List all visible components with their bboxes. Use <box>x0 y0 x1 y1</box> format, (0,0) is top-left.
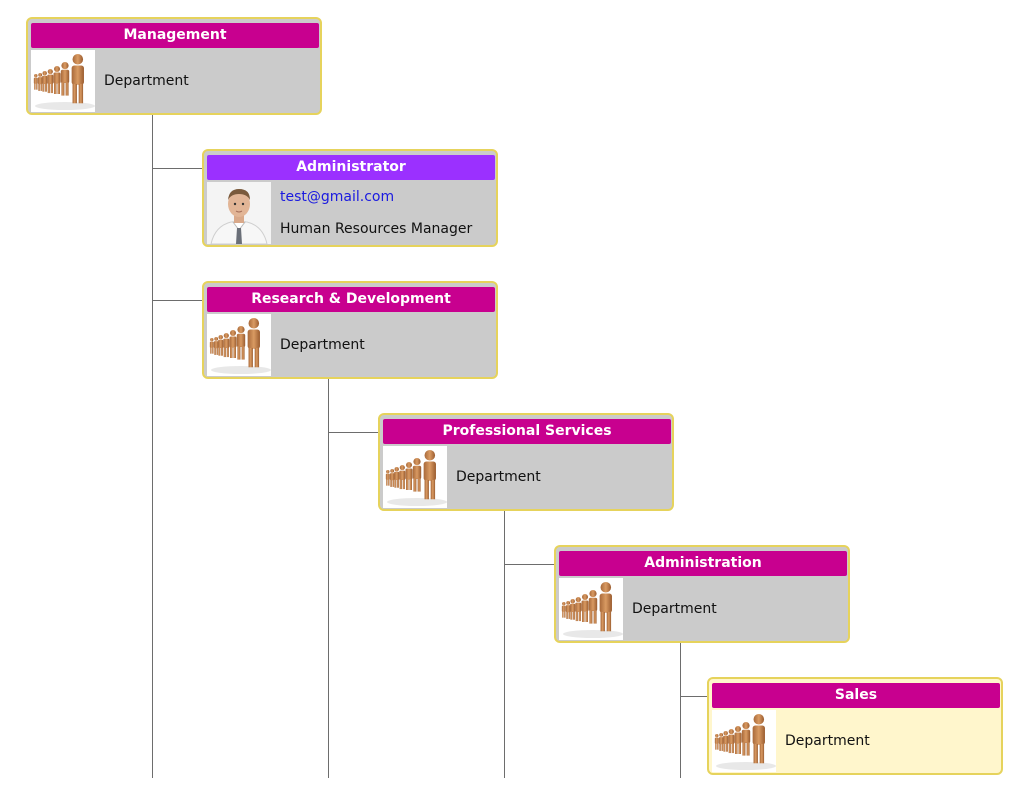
node-subtitle: Department <box>456 469 541 485</box>
connector-line <box>152 300 204 301</box>
node-title: Research & Development <box>207 287 495 312</box>
node-role: Human Resources Manager <box>280 221 473 237</box>
node-title: Administration <box>559 551 847 576</box>
person-photo-icon <box>207 182 271 244</box>
node-title: Professional Services <box>383 419 671 444</box>
org-node-sales[interactable]: Sales Department <box>707 677 1003 775</box>
org-node-administrator[interactable]: Administrator test@gmail.com Human Resou… <box>202 149 498 247</box>
connector-line <box>328 379 329 778</box>
node-subtitle: Department <box>280 337 365 353</box>
node-title: Management <box>31 23 319 48</box>
node-subtitle: Department <box>104 73 189 89</box>
connector-line <box>328 432 380 433</box>
connector-line <box>504 511 505 778</box>
connector-line <box>680 696 710 697</box>
org-node-research-development[interactable]: Research & Development Department <box>202 281 498 379</box>
node-title: Sales <box>712 683 1000 708</box>
org-node-administration[interactable]: Administration Department <box>554 545 850 643</box>
connector-line <box>504 564 556 565</box>
org-node-management[interactable]: Management Department <box>26 17 322 115</box>
node-subtitle: Department <box>785 733 870 749</box>
crowd-icon <box>559 578 623 640</box>
crowd-icon <box>31 50 95 112</box>
email-link[interactable]: test@gmail.com <box>280 189 395 205</box>
org-node-professional-services[interactable]: Professional Services Department <box>378 413 674 511</box>
connector-line <box>680 643 681 778</box>
node-subtitle: Department <box>632 601 717 617</box>
crowd-icon <box>383 446 447 508</box>
connector-line <box>152 168 204 169</box>
node-title: Administrator <box>207 155 495 180</box>
crowd-icon <box>712 710 776 772</box>
connector-line <box>152 115 153 778</box>
crowd-icon <box>207 314 271 376</box>
